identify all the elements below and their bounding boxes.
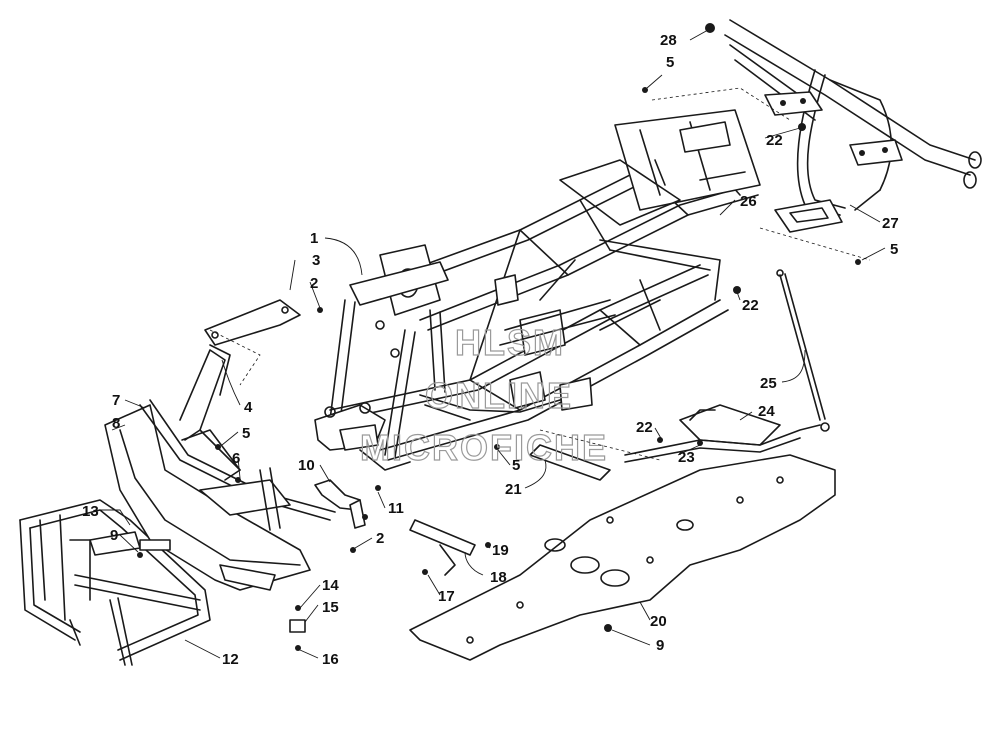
callout-2: 2 — [376, 530, 384, 547]
callout-18: 18 — [490, 569, 507, 586]
callout-3: 3 — [312, 252, 320, 269]
front-rack — [19, 499, 211, 666]
callout-5: 5 — [512, 457, 520, 474]
rear-rack — [724, 19, 982, 233]
watermark: HLSM ONLINE MICROFICHE — [359, 321, 608, 468]
callout-6: 6 — [232, 450, 240, 467]
callout-19: 19 — [492, 542, 509, 559]
callout-21: 21 — [505, 481, 522, 498]
callout-13: 13 — [82, 503, 99, 520]
callout-22: 22 — [742, 297, 759, 314]
callout-11: 11 — [388, 500, 404, 517]
callout-10: 10 — [298, 457, 315, 474]
callout-16: 16 — [322, 651, 339, 668]
callout-28: 28 — [660, 32, 677, 49]
callout-26: 26 — [740, 193, 757, 210]
callout-20: 20 — [650, 613, 667, 630]
strap — [529, 444, 611, 481]
callout-23: 23 — [678, 449, 695, 466]
callout-labels: 28 5 22 26 27 5 22 1 3 2 25 24 22 23 4 7… — [82, 32, 899, 668]
tow-hook — [314, 479, 366, 529]
callout-12: 12 — [222, 651, 239, 668]
callout-4: 4 — [244, 399, 253, 416]
callout-7: 7 — [112, 392, 120, 409]
main-frame — [314, 109, 761, 471]
callout-8: 8 — [112, 415, 120, 432]
callout-2: 2 — [310, 275, 318, 292]
footrest-bracket — [409, 519, 476, 576]
front-brackets — [181, 299, 301, 481]
callout-9: 9 — [656, 637, 664, 654]
callout-5: 5 — [890, 241, 898, 258]
front-bumper — [104, 349, 336, 591]
callout-25: 25 — [760, 375, 777, 392]
callout-14: 14 — [322, 577, 339, 594]
brace-rod — [776, 269, 826, 421]
leader-lines — [100, 29, 886, 659]
rear-skid-bracket — [624, 404, 830, 463]
callout-5: 5 — [666, 54, 674, 71]
callout-24: 24 — [758, 403, 775, 420]
callout-15: 15 — [322, 599, 339, 616]
watermark-line3: MICROFICHE — [360, 427, 608, 468]
callout-27: 27 — [882, 215, 899, 232]
callout-1: 1 — [310, 230, 318, 247]
watermark-line1: HLSM — [455, 322, 565, 363]
skid-plate — [409, 454, 836, 661]
callout-5: 5 — [242, 425, 250, 442]
callout-22: 22 — [766, 132, 783, 149]
watermark-line2: ONLINE — [425, 375, 573, 416]
callout-17: 17 — [438, 588, 455, 605]
callout-22: 22 — [636, 419, 653, 436]
callout-9: 9 — [110, 527, 118, 544]
